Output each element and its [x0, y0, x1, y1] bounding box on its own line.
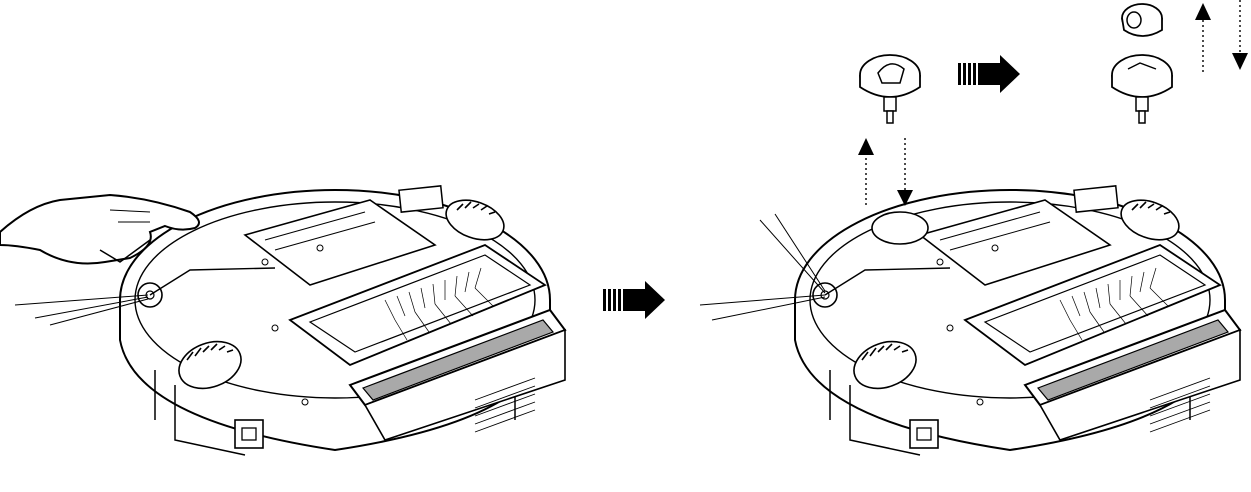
- caster-socket: [871, 211, 929, 245]
- step-arrow-1-icon: [603, 281, 665, 319]
- separate-direction-arrows: [1195, 0, 1248, 72]
- side-brush-bristles: [699, 213, 826, 321]
- remove-direction-arrows: [858, 138, 913, 206]
- caster-housing: [1111, 54, 1173, 124]
- caster-wheel-assembly: [859, 54, 921, 124]
- caster-wheel: [1121, 3, 1163, 37]
- step-arrow-2-icon: [958, 55, 1020, 93]
- robot-right: [794, 184, 1241, 456]
- hand-icon: [0, 193, 200, 326]
